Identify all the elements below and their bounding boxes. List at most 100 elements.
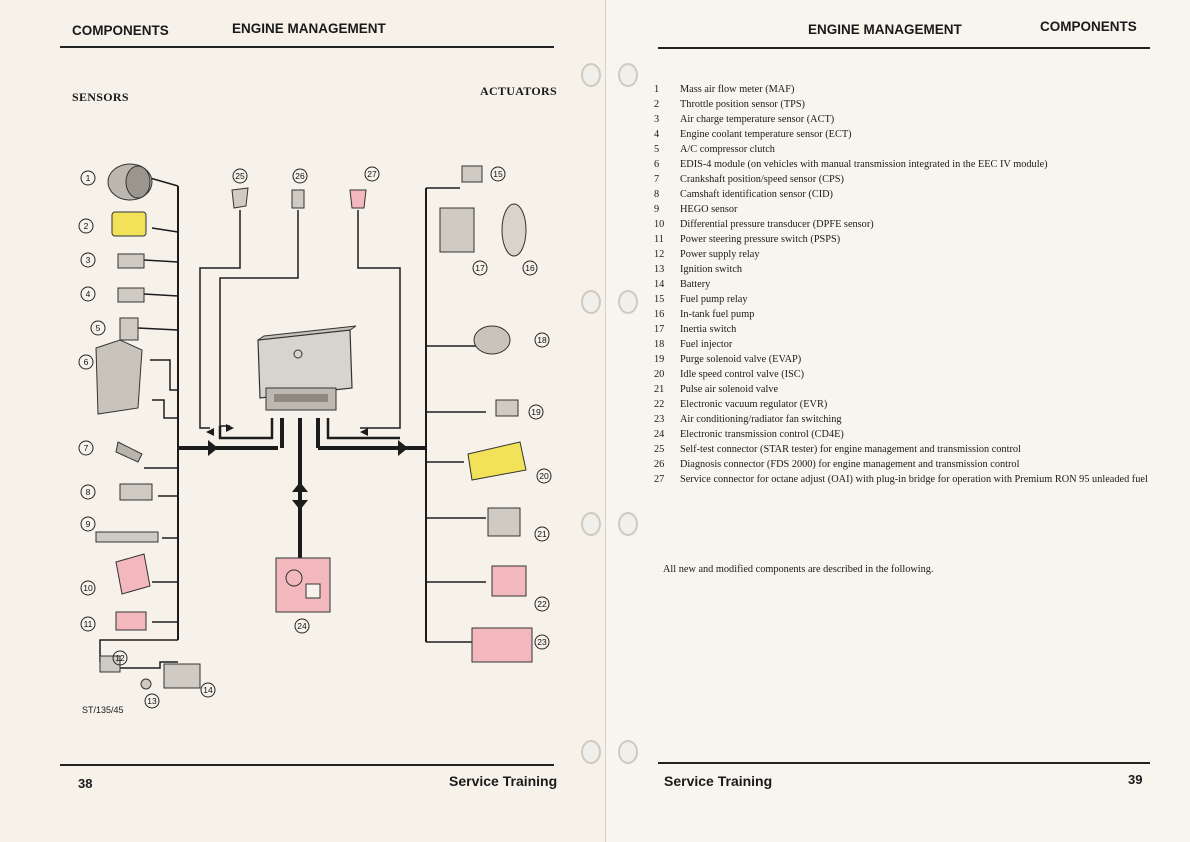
callout-17: 17 [475,263,485,273]
callout-16: 16 [525,263,535,273]
component-description: Air conditioning/radiator fan switching [680,414,842,425]
component-number: 22 [654,399,665,410]
component-number: 8 [654,189,660,200]
callout-13: 13 [147,696,157,706]
component-number: 12 [654,249,665,260]
header-components: COMPONENTS [1040,19,1137,34]
callout-9: 9 [86,519,91,529]
callout-8: 8 [86,487,91,497]
binder-hole [581,290,601,314]
wiring-lines [99,177,486,669]
component-number: 23 [654,414,665,425]
component-description: Crankshaft position/speed sensor (CPS) [680,174,844,185]
component-number: 19 [654,354,665,365]
callout-3: 3 [86,255,91,265]
component-description: Battery [680,279,711,290]
left-page: COMPONENTS ENGINE MANAGEMENT SENSORS ACT… [0,0,606,842]
component-list-item: 25 Self-test connector (STAR tester) for … [654,442,1160,457]
page-number-left: 38 [78,776,93,791]
component-number: 25 [654,444,665,455]
reference-code: ST/135/45 [82,705,124,715]
callout-5: 5 [96,323,101,333]
component-number: 7 [654,174,660,185]
callout-15: 15 [493,169,503,179]
component-description: Camshaft identification sensor (CID) [680,189,833,200]
header-engine-management: ENGINE MANAGEMENT [232,21,386,36]
binder-hole [581,512,601,536]
component-number: 1 [654,84,660,95]
note-text: All new and modified components are desc… [663,564,934,575]
component-description: Electronic transmission control (CD4E) [680,429,844,440]
component-description: Power supply relay [680,249,760,260]
binder-hole [618,63,638,87]
header-rule [60,46,554,48]
callout-22: 22 [537,599,547,609]
callout-4: 4 [86,289,91,299]
component-list-item: 19 Purge solenoid valve (EVAP) [654,352,1160,367]
component-description: EDIS-4 module (on vehicles with manual t… [680,159,1048,170]
component-description: Self-test connector (STAR tester) for en… [680,444,1021,455]
right-page: ENGINE MANAGEMENT COMPONENTS 1 Mass air f… [606,0,1190,842]
component-list-item: 16 In-tank fuel pump [654,307,1160,322]
sensor-components [95,163,201,690]
component-number: 16 [654,309,665,320]
header-components: COMPONENTS [72,23,169,38]
callout-14: 14 [203,685,213,695]
component-number: 24 [654,429,665,440]
component-description: Purge solenoid valve (EVAP) [680,354,802,365]
component-description: Mass air flow meter (MAF) [680,84,795,95]
footer-rule [60,764,554,766]
component-description: Fuel injector [680,339,733,350]
component-description: Engine coolant temperature sensor (ECT) [680,129,852,140]
component-description: In-tank fuel pump [680,309,755,320]
callout-numbers: 1 2 3 4 5 6 7 8 9 10 11 12 13 14 15 16 1… [83,169,549,706]
component-list-item: 9 HEGO sensor [654,202,1160,217]
callout-24: 24 [297,621,307,631]
binder-hole [618,512,638,536]
footer-title-right: Service Training [664,773,773,789]
sensors-label: SENSORS [72,90,129,104]
callout-10: 10 [83,583,93,593]
component-description: Diagnosis connector (FDS 2000) for engin… [680,459,1020,470]
component-number: 21 [654,384,665,395]
component-description: A/C compressor clutch [680,144,775,155]
callout-6: 6 [84,357,89,367]
component-description: Ignition switch [680,264,743,275]
component-number: 11 [654,234,664,245]
binder-hole [581,63,601,87]
component-number: 15 [654,294,665,305]
header-engine-management: ENGINE MANAGEMENT [808,22,962,37]
component-number: 20 [654,369,665,380]
ecu-module [257,325,357,411]
component-list-item: 1 Mass air flow meter (MAF) [654,82,1160,97]
actuators-label: ACTUATORS [480,84,557,98]
actuator-components [275,165,533,663]
component-number: 17 [654,324,665,335]
component-number: 9 [654,204,660,215]
component-number: 10 [654,219,665,230]
callout-23: 23 [537,637,547,647]
footer-title-left: Service Training [449,773,558,789]
callout-11: 11 [84,619,93,629]
component-number: 26 [654,459,665,470]
component-description: Inertia switch [680,324,737,335]
component-number: 27 [654,474,665,485]
footer-rule [658,762,1150,764]
diagnostic-connectors [231,187,367,209]
component-description: HEGO sensor [680,204,738,215]
binder-hole [618,290,638,314]
component-list-item: 23 Air conditioning/radiator fan switchin… [654,412,1160,427]
callout-21: 21 [537,529,547,539]
